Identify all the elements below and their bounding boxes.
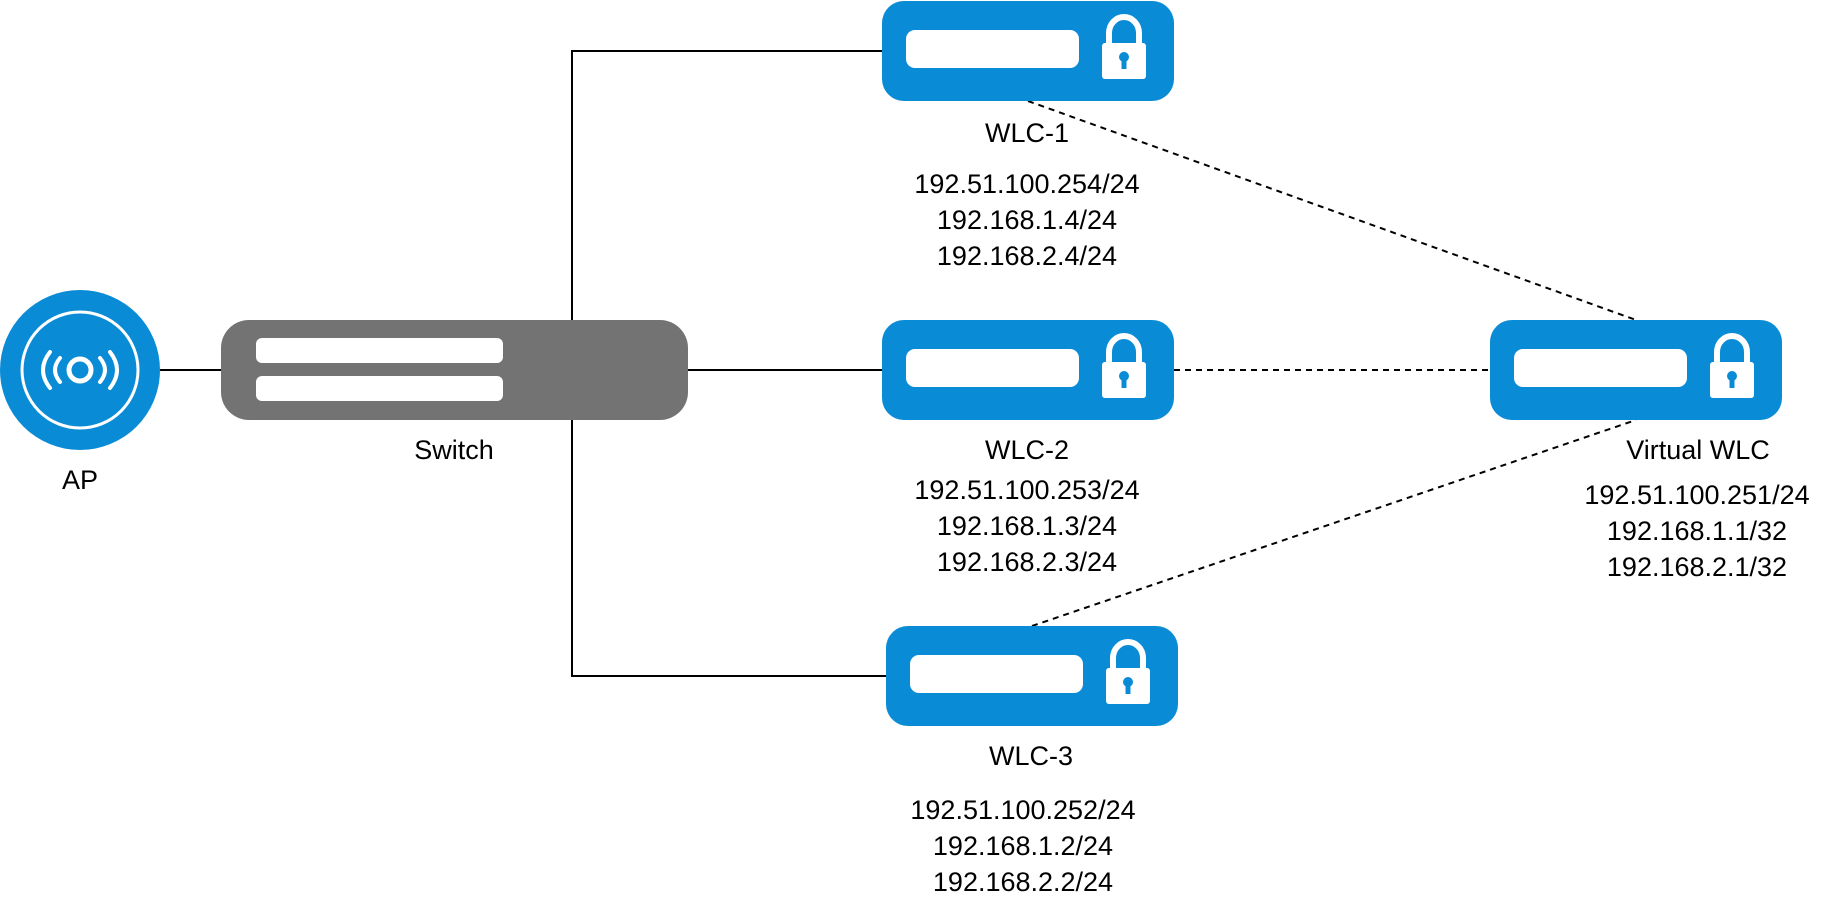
link-wlc-3-to-virtual-wlc [1031, 419, 1637, 627]
virtual-wlc-ip: 192.168.1.1/32 [1606, 516, 1788, 546]
wlc-3-display-bar [910, 655, 1083, 693]
virtual-wlc-display-bar [1514, 349, 1687, 387]
wlc-3-label: WLC-3 [989, 738, 1073, 774]
virtual-wlc-label: Virtual WLC [1626, 432, 1770, 468]
wlc-1-ip: 192.168.2.4/24 [936, 241, 1118, 271]
lock-shackle [1714, 333, 1750, 364]
wlc-3-ip: 192.168.2.2/24 [932, 867, 1114, 897]
switch-port-bar-bottom [256, 376, 503, 401]
link-switch-to-wlc-1 [571, 50, 882, 320]
lock-icon [1102, 333, 1146, 398]
wlc-2-name: WLC-2 [984, 435, 1070, 465]
wlc-1-ip-list: 192.51.100.254/24 192.168.1.4/24 192.168… [914, 166, 1139, 274]
wlc-3-device-icon [886, 626, 1178, 726]
virtual-wlc-device-icon [1490, 320, 1782, 420]
wlc-1-label: WLC-1 [985, 115, 1069, 151]
wlc-3-ip-list: 192.51.100.252/24 192.168.1.2/24 192.168… [910, 792, 1135, 900]
lock-keyhole-slot [1729, 377, 1735, 388]
virtual-wlc-ip: 192.51.100.251/24 [1584, 480, 1810, 510]
ap-ring [20, 310, 140, 430]
wlc-3-ip: 192.168.1.2/24 [932, 831, 1114, 861]
wlc-1-name: WLC-1 [984, 118, 1070, 148]
wlc-2-label: WLC-2 [985, 432, 1069, 468]
wlc-2-ip: 192.168.1.3/24 [936, 511, 1118, 541]
ap-outer-circle [0, 290, 160, 450]
lock-icon [1710, 333, 1754, 398]
link-switch-to-wlc-3 [571, 420, 886, 677]
virtual-wlc-ip-list: 192.51.100.251/24 192.168.1.1/32 192.168… [1584, 477, 1809, 585]
ap-signal-arc-left-outer [41, 350, 52, 390]
nodes-layer [0, 1, 1782, 726]
ap-signal-arc-right-inner [98, 356, 107, 384]
wlc-2-ip: 192.168.2.3/24 [936, 547, 1118, 577]
wlc-1-ip: 192.168.1.4/24 [936, 205, 1118, 235]
lock-keyhole-slot [1121, 377, 1127, 388]
lock-shackle [1110, 639, 1146, 670]
lock-keyhole-slot [1121, 58, 1127, 69]
wlc-2-ip: 192.51.100.253/24 [914, 475, 1140, 505]
lock-shackle [1106, 14, 1142, 45]
wlc-2-device-icon [882, 320, 1174, 420]
wlc-3-ip: 192.51.100.252/24 [910, 795, 1136, 825]
ap-signal-arc-left-inner [53, 356, 62, 384]
ap-center-dot [66, 356, 94, 384]
wlc-2-display-bar [906, 349, 1079, 387]
links-layer [160, 50, 1637, 677]
wlc-3-name: WLC-3 [988, 741, 1074, 771]
ap-name: AP [61, 465, 99, 495]
lock-shackle [1106, 333, 1142, 364]
switch-body [221, 320, 688, 420]
network-switch-icon [221, 320, 688, 420]
link-wlc-1-to-virtual-wlc [1027, 100, 1637, 321]
virtual-wlc-ip: 192.168.2.1/32 [1606, 552, 1788, 582]
ap-label: AP [62, 462, 98, 498]
wireless-access-point-icon [0, 290, 160, 450]
switch-name: Switch [414, 435, 494, 465]
switch-port-bar-top [256, 338, 503, 363]
switch-label: Switch [414, 432, 494, 468]
wlc-2-ip-list: 192.51.100.253/24 192.168.1.3/24 192.168… [914, 472, 1139, 580]
ap-signal-arc-right-outer [108, 350, 119, 390]
lock-icon [1106, 639, 1150, 704]
wlc-1-display-bar [906, 30, 1079, 68]
virtual-wlc-name: Virtual WLC [1626, 435, 1770, 465]
wlc-1-device-icon [882, 1, 1174, 101]
lock-keyhole-slot [1125, 683, 1131, 694]
wlc-1-ip: 192.51.100.254/24 [914, 169, 1140, 199]
lock-icon [1102, 14, 1146, 79]
